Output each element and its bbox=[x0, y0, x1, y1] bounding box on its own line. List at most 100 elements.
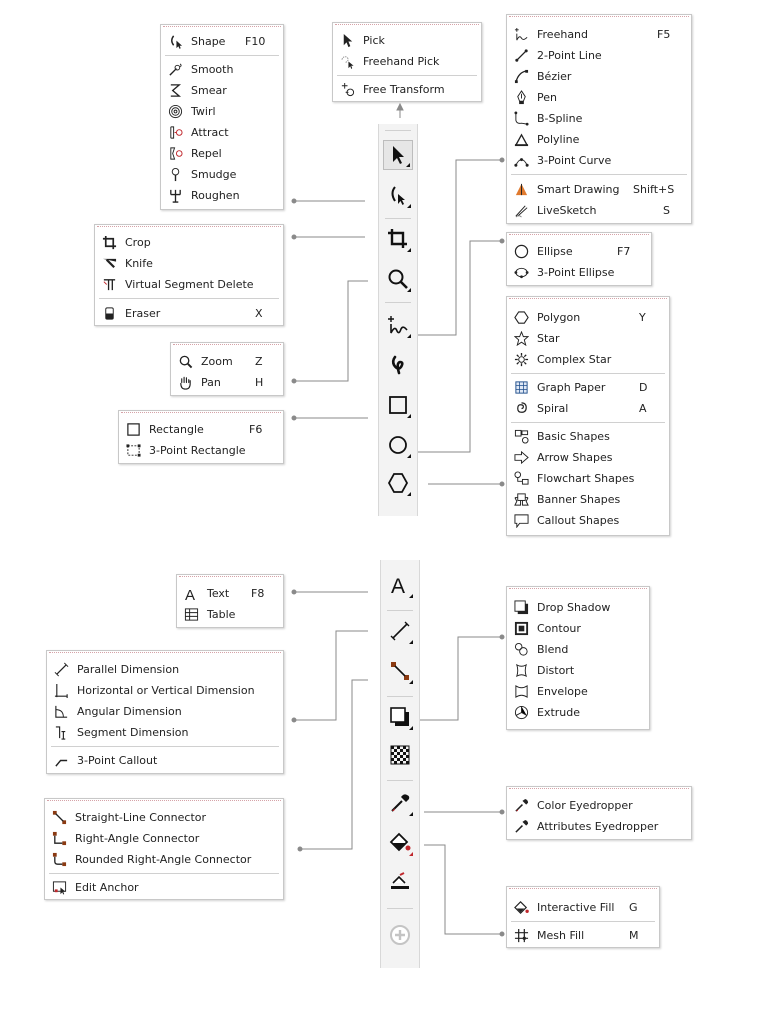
menu-item-roughen[interactable]: Roughen bbox=[161, 185, 283, 205]
menu-item-extrude[interactable]: Extrude bbox=[507, 702, 649, 722]
menu-item-crop[interactable]: Crop bbox=[95, 232, 283, 252]
menu-item-smear[interactable]: Smear bbox=[161, 80, 283, 100]
three-point-rectangle-icon bbox=[125, 442, 141, 458]
menu-item-arrow-shapes[interactable]: Arrow Shapes bbox=[507, 447, 669, 467]
menu-item-edit-anchor[interactable]: Edit Anchor bbox=[45, 877, 283, 897]
freehand-tool-icon[interactable] bbox=[383, 310, 413, 340]
menu-item-pick[interactable]: Pick bbox=[333, 30, 481, 50]
table-icon bbox=[183, 606, 199, 622]
menu-item-pen[interactable]: Pen bbox=[507, 87, 691, 107]
menu-item-straight-line-connector[interactable]: Straight-Line Connector bbox=[45, 807, 283, 827]
toolbox-grip[interactable] bbox=[385, 130, 411, 131]
menu-item-3-point-curve[interactable]: 3-Point Curve bbox=[507, 150, 691, 170]
menu-item-color-eyedropper[interactable]: Color Eyedropper bbox=[507, 795, 691, 815]
menu-item-basic-shapes[interactable]: Basic Shapes bbox=[507, 426, 669, 446]
livesketch-icon bbox=[513, 202, 529, 218]
smooth-icon bbox=[167, 61, 183, 77]
crop-tool-icon[interactable] bbox=[383, 224, 413, 254]
add-tool-icon[interactable] bbox=[385, 920, 415, 950]
artistic-media-tool-icon[interactable] bbox=[383, 350, 413, 380]
menu-item-banner-shapes[interactable]: Banner Shapes bbox=[507, 489, 669, 509]
menu-item-polyline[interactable]: Polyline bbox=[507, 129, 691, 149]
menu-item-smooth[interactable]: Smooth bbox=[161, 59, 283, 79]
menu-item-rounded-right-angle-connector[interactable]: Rounded Right-Angle Connector bbox=[45, 849, 283, 869]
menu-item-3-point-callout[interactable]: 3-Point Callout bbox=[47, 750, 283, 770]
menu-item-segment-dimension[interactable]: Segment Dimension bbox=[47, 722, 283, 742]
menu-item-freehand-pick[interactable]: Freehand Pick bbox=[333, 51, 481, 71]
banner-shapes-icon bbox=[513, 491, 529, 507]
menu-item-smudge[interactable]: Smudge bbox=[161, 164, 283, 184]
eyedropper-tool-icon[interactable] bbox=[385, 788, 415, 818]
smear-icon bbox=[167, 82, 183, 98]
arrow-shapes-icon bbox=[513, 449, 529, 465]
menu-item-bezier[interactable]: Bézier bbox=[507, 66, 691, 86]
text-tool-icon[interactable]: A bbox=[385, 570, 415, 600]
zoom-tool-icon[interactable] bbox=[383, 264, 413, 294]
shape-tool-icon[interactable] bbox=[383, 180, 413, 210]
dimension-tool-icon[interactable] bbox=[385, 616, 415, 646]
menu-item-2-point-line[interactable]: 2-Point Line bbox=[507, 45, 691, 65]
menu-item-attributes-eyedropper[interactable]: Attributes Eyedropper bbox=[507, 816, 691, 836]
menu-item-virtual-segment-delete[interactable]: Virtual Segment Delete bbox=[95, 274, 283, 294]
menu-item-parallel-dimension[interactable]: Parallel Dimension bbox=[47, 659, 283, 679]
text-icon: A bbox=[183, 585, 199, 601]
menu-item-b-spline[interactable]: B-Spline bbox=[507, 108, 691, 128]
menu-item-blend[interactable]: Blend bbox=[507, 639, 649, 659]
menu-item-horizontal-or-vertical-dimension[interactable]: Horizontal or Vertical Dimension bbox=[47, 680, 283, 700]
menu-item-envelope[interactable]: Envelope bbox=[507, 681, 649, 701]
menu-item-3-point-ellipse[interactable]: 3-Point Ellipse bbox=[507, 262, 651, 282]
svg-text:A: A bbox=[391, 575, 405, 597]
menu-item-attract[interactable]: Attract bbox=[161, 122, 283, 142]
interactive-fill-tool-icon[interactable] bbox=[385, 828, 415, 858]
horizontal-vertical-dimension-icon bbox=[53, 682, 69, 698]
menu-item-twirl[interactable]: Twirl bbox=[161, 101, 283, 121]
menu-item-contour[interactable]: Contour bbox=[507, 618, 649, 638]
connector-tool-icon[interactable] bbox=[385, 656, 415, 686]
roughen-icon bbox=[167, 187, 183, 203]
transparency-tool-icon[interactable] bbox=[385, 740, 415, 770]
menu-item-distort[interactable]: Distort bbox=[507, 660, 649, 680]
menu-item-repel[interactable]: Repel bbox=[161, 143, 283, 163]
mesh-fill-icon bbox=[513, 927, 529, 943]
menu-item-angular-dimension[interactable]: Angular Dimension bbox=[47, 701, 283, 721]
smart-fill-tool-icon[interactable] bbox=[385, 866, 415, 896]
menu-item-callout-shapes[interactable]: Callout Shapes bbox=[507, 510, 669, 530]
two-point-line-icon bbox=[513, 47, 529, 63]
menu-item-complex-star[interactable]: Complex Star bbox=[507, 349, 669, 369]
smudge-icon bbox=[167, 166, 183, 182]
menu-item-table[interactable]: Table bbox=[177, 604, 283, 624]
menu-item-star[interactable]: Star bbox=[507, 328, 669, 348]
menu-item-right-angle-connector[interactable]: Right-Angle Connector bbox=[45, 828, 283, 848]
rectangle-tool-icon[interactable] bbox=[383, 390, 413, 420]
bezier-icon bbox=[513, 68, 529, 84]
ellipse-tool-icon[interactable] bbox=[383, 430, 413, 460]
three-point-ellipse-icon bbox=[513, 264, 529, 280]
polygon-tool-icon[interactable] bbox=[383, 468, 413, 498]
attract-icon bbox=[167, 124, 183, 140]
menu-item-flowchart-shapes[interactable]: Flowchart Shapes bbox=[507, 468, 669, 488]
menu-item-knife[interactable]: Knife bbox=[95, 253, 283, 273]
effects-tool-icon[interactable] bbox=[385, 702, 415, 732]
menu-item-3-point-rectangle[interactable]: 3-Point Rectangle bbox=[119, 440, 283, 460]
pick-tool-icon[interactable] bbox=[383, 140, 413, 170]
menu-item-drop-shadow[interactable]: Drop Shadow bbox=[507, 597, 649, 617]
menu-item-free-transform[interactable]: Free Transform bbox=[333, 79, 481, 99]
